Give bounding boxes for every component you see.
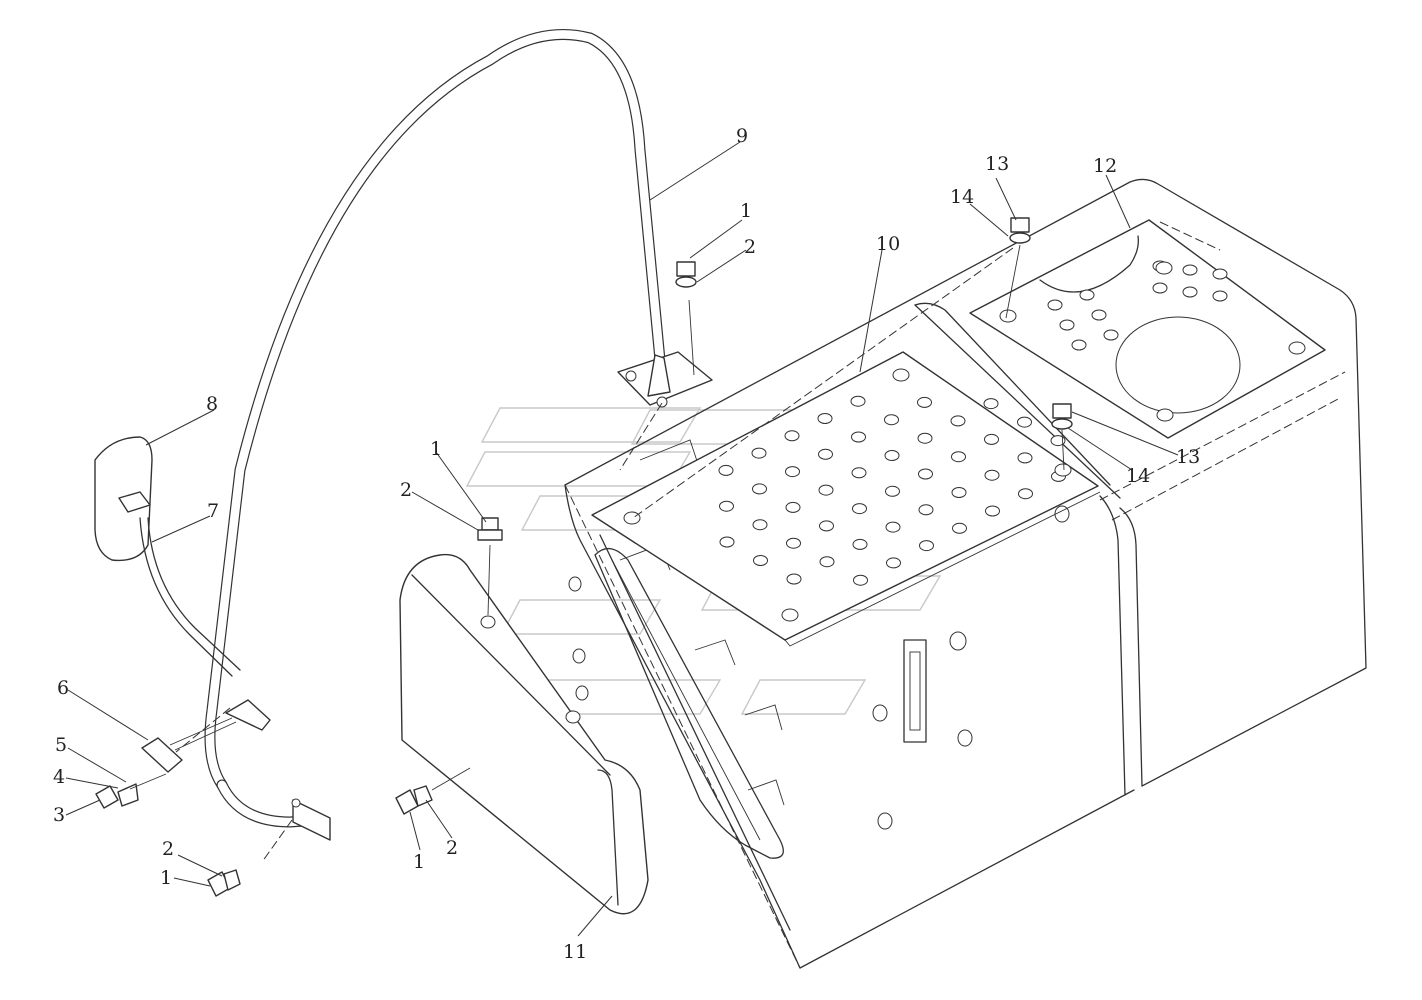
bolt-set-3-4-5 xyxy=(95,773,167,809)
plate-hole xyxy=(785,466,800,478)
callout-2-cover: 2 xyxy=(446,837,458,859)
plate-hole xyxy=(1071,339,1087,351)
mirror-part-8 xyxy=(94,436,153,562)
bolt-near-rail-base xyxy=(675,261,697,376)
plate-hole xyxy=(918,504,934,516)
callout-6: 6 xyxy=(57,677,69,699)
bolt-13-upper xyxy=(1005,217,1031,319)
plate-hole xyxy=(819,556,835,568)
plate-hole xyxy=(1047,299,1063,311)
callout-9: 9 xyxy=(736,125,748,147)
plate-hole xyxy=(752,519,768,531)
plate-hole xyxy=(786,537,801,549)
plate-hole xyxy=(1103,329,1119,341)
plate-hole xyxy=(819,520,834,532)
bracket-part-6 xyxy=(141,717,237,773)
plate-hole xyxy=(984,433,999,445)
front-cover-part-11 xyxy=(399,553,649,915)
callout-10: 10 xyxy=(876,233,900,255)
plate-hole xyxy=(885,521,901,533)
plate-hole xyxy=(850,395,866,407)
plate-hole xyxy=(1018,488,1033,500)
bolt-near-cover xyxy=(395,767,471,815)
plate-hole xyxy=(818,448,833,460)
plate-hole xyxy=(1182,286,1198,298)
plate-hole xyxy=(1050,435,1066,447)
callout-14-top: 14 xyxy=(950,186,974,208)
plate-hole xyxy=(785,501,801,513)
plate-hole xyxy=(752,483,767,495)
callout-group: 9 1 2 10 13 14 12 13 14 8 7 6 5 4 3 1 2 xyxy=(53,125,1200,963)
plate-hole xyxy=(885,485,900,497)
plate-hole xyxy=(784,430,800,442)
plate-hole xyxy=(886,557,901,569)
callout-2-bottom: 2 xyxy=(162,838,174,860)
callout-13-top: 13 xyxy=(985,153,1009,175)
mirror-arm-part-7 xyxy=(139,517,241,677)
callout-2-mid: 2 xyxy=(400,479,412,501)
plate-hole xyxy=(952,522,967,534)
plate-hole xyxy=(852,538,868,550)
plate-hole xyxy=(1152,282,1168,294)
callout-1-cover: 1 xyxy=(413,851,425,873)
plate-hole xyxy=(985,505,1000,517)
plate-hole xyxy=(917,432,933,444)
plate-hole xyxy=(983,398,999,410)
plate-hole xyxy=(1212,268,1228,280)
plate-hole xyxy=(950,415,966,427)
bolt-near-bracket xyxy=(207,869,241,897)
plate-hole xyxy=(718,464,734,476)
plate-hole xyxy=(1017,452,1033,464)
plate-hole xyxy=(853,574,868,586)
step-plate-part-10 xyxy=(591,351,1101,647)
plate-hole xyxy=(851,431,866,443)
plate-hole xyxy=(818,484,834,496)
plate-hole xyxy=(851,467,867,479)
plate-hole xyxy=(1079,289,1095,301)
step-plate-part-12 xyxy=(969,219,1326,439)
plate-hole xyxy=(719,500,734,512)
bolt-13-lower xyxy=(1051,403,1073,471)
plate-hole xyxy=(719,536,735,548)
handrail-part-9 xyxy=(204,28,713,841)
callout-1-bottom: 1 xyxy=(160,867,172,889)
plate-hole xyxy=(786,573,802,585)
plate-hole xyxy=(1212,290,1228,302)
plate-hole xyxy=(1059,319,1075,331)
plate-hole xyxy=(1091,309,1107,321)
plate-hole xyxy=(918,468,933,480)
plate-hole xyxy=(919,540,934,552)
callout-4: 4 xyxy=(53,766,65,788)
plate-hole xyxy=(951,451,966,463)
plate-hole xyxy=(951,487,967,498)
plate-hole xyxy=(751,447,767,459)
callout-13-right: 13 xyxy=(1176,446,1200,468)
assembly-lines xyxy=(175,221,1221,863)
callout-7: 7 xyxy=(207,500,219,522)
plate-hole xyxy=(817,413,833,424)
plate-hole xyxy=(852,503,867,515)
callout-14-right: 14 xyxy=(1126,465,1150,487)
tank-body xyxy=(564,178,1367,969)
callout-12: 12 xyxy=(1093,155,1117,177)
plate-hole xyxy=(917,396,932,408)
plate-hole xyxy=(753,555,768,566)
callout-5: 5 xyxy=(55,734,67,756)
plate-hole xyxy=(1182,264,1198,276)
callout-11: 11 xyxy=(563,941,587,963)
bolt-above-cover xyxy=(477,517,503,616)
plate-hole xyxy=(884,414,899,426)
callout-1-mid: 1 xyxy=(430,438,442,460)
callout-2-top: 2 xyxy=(744,236,756,258)
callout-8: 8 xyxy=(206,393,218,415)
plate-hole xyxy=(884,450,900,461)
plate-hole xyxy=(984,469,1000,481)
callout-1-top: 1 xyxy=(740,200,752,222)
callout-3: 3 xyxy=(53,804,65,826)
plate-hole xyxy=(1017,416,1032,428)
